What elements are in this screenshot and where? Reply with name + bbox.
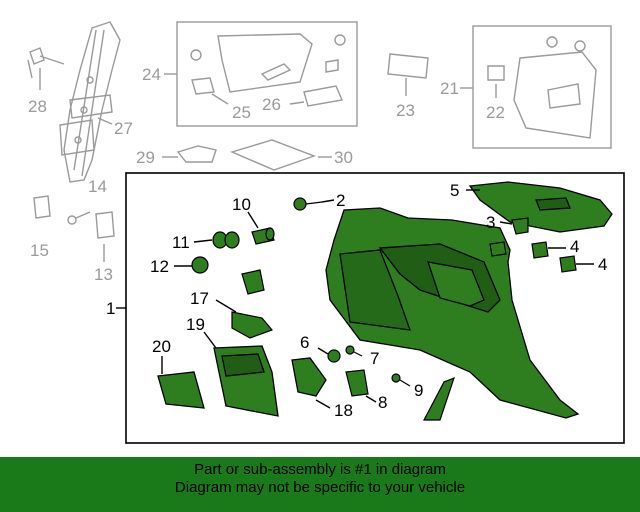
leader-11 — [193, 239, 213, 243]
callout-28: 28 — [28, 97, 47, 116]
upper-shelf — [468, 181, 613, 233]
callout-15: 15 — [30, 241, 49, 260]
leader-10 — [247, 211, 259, 229]
clip-29 — [176, 145, 217, 163]
callout-19: 19 — [186, 315, 205, 334]
retainer — [241, 269, 265, 295]
grey-small-parts — [33, 195, 115, 239]
panel-20 — [157, 371, 205, 409]
bolt-2 — [293, 197, 323, 211]
leader-19 — [203, 331, 217, 349]
callout-5: 5 — [450, 181, 459, 200]
callout-11: 11 — [172, 233, 190, 252]
callout-9: 9 — [414, 381, 423, 400]
leader-25 — [211, 93, 229, 105]
quarter-trim-panel — [325, 207, 580, 419]
callout-26: 26 — [262, 95, 281, 114]
quarter-panel-grey — [487, 36, 597, 139]
jack-assembly — [59, 21, 121, 183]
mat-30 — [229, 139, 317, 171]
leader-6 — [317, 347, 329, 355]
callout-4b: 4 — [598, 255, 607, 274]
jack-handle — [27, 47, 65, 79]
leader-3 — [499, 221, 513, 225]
callout-21: 21 — [440, 79, 459, 98]
cap-10 — [251, 227, 275, 245]
callout-18: 18 — [334, 401, 353, 420]
callout-1: 1 — [106, 299, 115, 318]
callout-17: 17 — [190, 289, 209, 308]
callout-29: 29 — [136, 148, 155, 167]
callout-27: 27 — [114, 119, 133, 138]
leader-18 — [315, 399, 331, 409]
clip-small — [489, 241, 507, 257]
bezel-17 — [231, 311, 274, 339]
leader-27 — [97, 117, 113, 125]
callout-12: 12 — [150, 257, 169, 276]
leader-17 — [215, 299, 237, 313]
callout-13: 13 — [94, 265, 113, 284]
bracket-18 — [291, 357, 327, 397]
grommet-11 — [212, 231, 240, 249]
grommet-12 — [191, 256, 209, 274]
callout-10: 10 — [232, 195, 251, 214]
callout-7: 7 — [370, 349, 379, 368]
plug-6 — [327, 349, 341, 363]
banner-line-1: Part or sub-assembly is #1 in diagram — [194, 461, 446, 478]
pad-23 — [387, 53, 429, 79]
info-banner: Part or sub-assembly is #1 in diagram Di… — [0, 457, 640, 512]
parts-diagram: 28 27 24 25 26 23 21 22 29 30 — [27, 21, 625, 444]
callout-8: 8 — [378, 393, 387, 412]
leader-2 — [321, 199, 335, 203]
callout-3: 3 — [486, 213, 495, 232]
callout-22: 22 — [486, 103, 505, 122]
callout-14: 14 — [88, 177, 107, 196]
screw-7 — [345, 345, 363, 357]
callout-6: 6 — [300, 333, 309, 352]
callout-25: 25 — [232, 103, 251, 122]
callout-24: 24 — [142, 65, 161, 84]
group-box-21 — [472, 25, 612, 149]
clip-3 — [511, 217, 529, 235]
trim-panel-grey — [190, 33, 346, 107]
clip-4b — [559, 255, 577, 273]
screw-9 — [391, 373, 411, 387]
clip-4a — [531, 241, 549, 259]
callout-30: 30 — [334, 148, 353, 167]
banner-line-2: Diagram may not be specific to your vehi… — [174, 479, 466, 496]
trim-strip — [423, 376, 455, 421]
callout-4a: 4 — [570, 237, 579, 256]
panel-19 — [213, 345, 279, 417]
callout-20: 20 — [152, 337, 171, 356]
callout-2: 2 — [336, 191, 345, 210]
leader-8 — [365, 395, 377, 403]
bracket-8 — [345, 369, 369, 397]
leader-26 — [289, 101, 305, 105]
callout-23: 23 — [396, 101, 415, 120]
